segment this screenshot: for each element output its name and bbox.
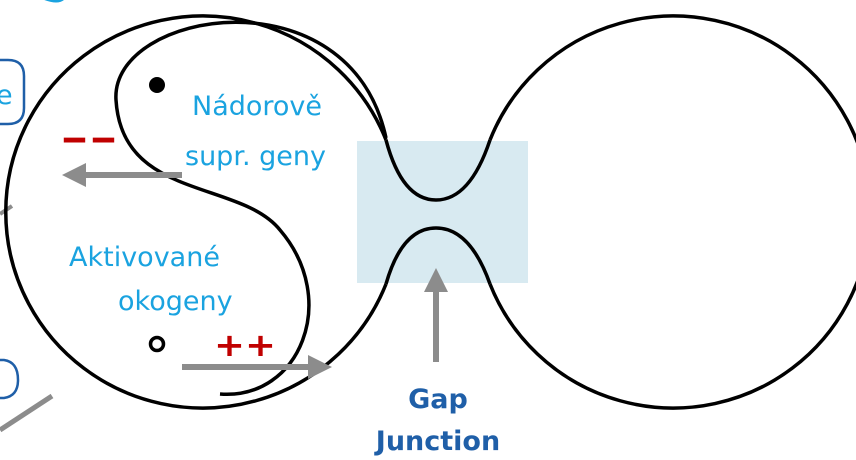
hollow-dot [148, 335, 166, 353]
partial-box-top [0, 58, 26, 126]
arrow-up-junction [424, 268, 448, 362]
s-curve-divider [114, 20, 388, 396]
left-cell-outline [4, 14, 388, 410]
arrow-right [182, 355, 332, 379]
arrow-left [62, 163, 182, 187]
gap-junction-label-line1: Gap [408, 384, 468, 415]
minus-sign: -- [60, 119, 118, 159]
tumor-suppressor-label-line1: Nádorově [192, 91, 322, 122]
right-cell-outline [488, 14, 856, 410]
oncogene-label-line1: Aktivované [69, 242, 220, 273]
tumor-suppressor-label-line2: supr. geny [185, 141, 326, 172]
junction-membrane-upper [384, 139, 492, 202]
plus-sign: ++ [214, 326, 276, 364]
oncogene-label-line2: okogeny [118, 286, 233, 317]
filled-dot [149, 77, 165, 93]
gap-junction-highlight [357, 141, 528, 283]
partial-box-bottom [0, 358, 20, 400]
connector-line-lower [0, 393, 54, 433]
junction-membrane-lower [384, 226, 492, 285]
partial-box-top-glyph: e [0, 80, 13, 111]
gap-junction-label-line2: Junction [374, 426, 500, 457]
